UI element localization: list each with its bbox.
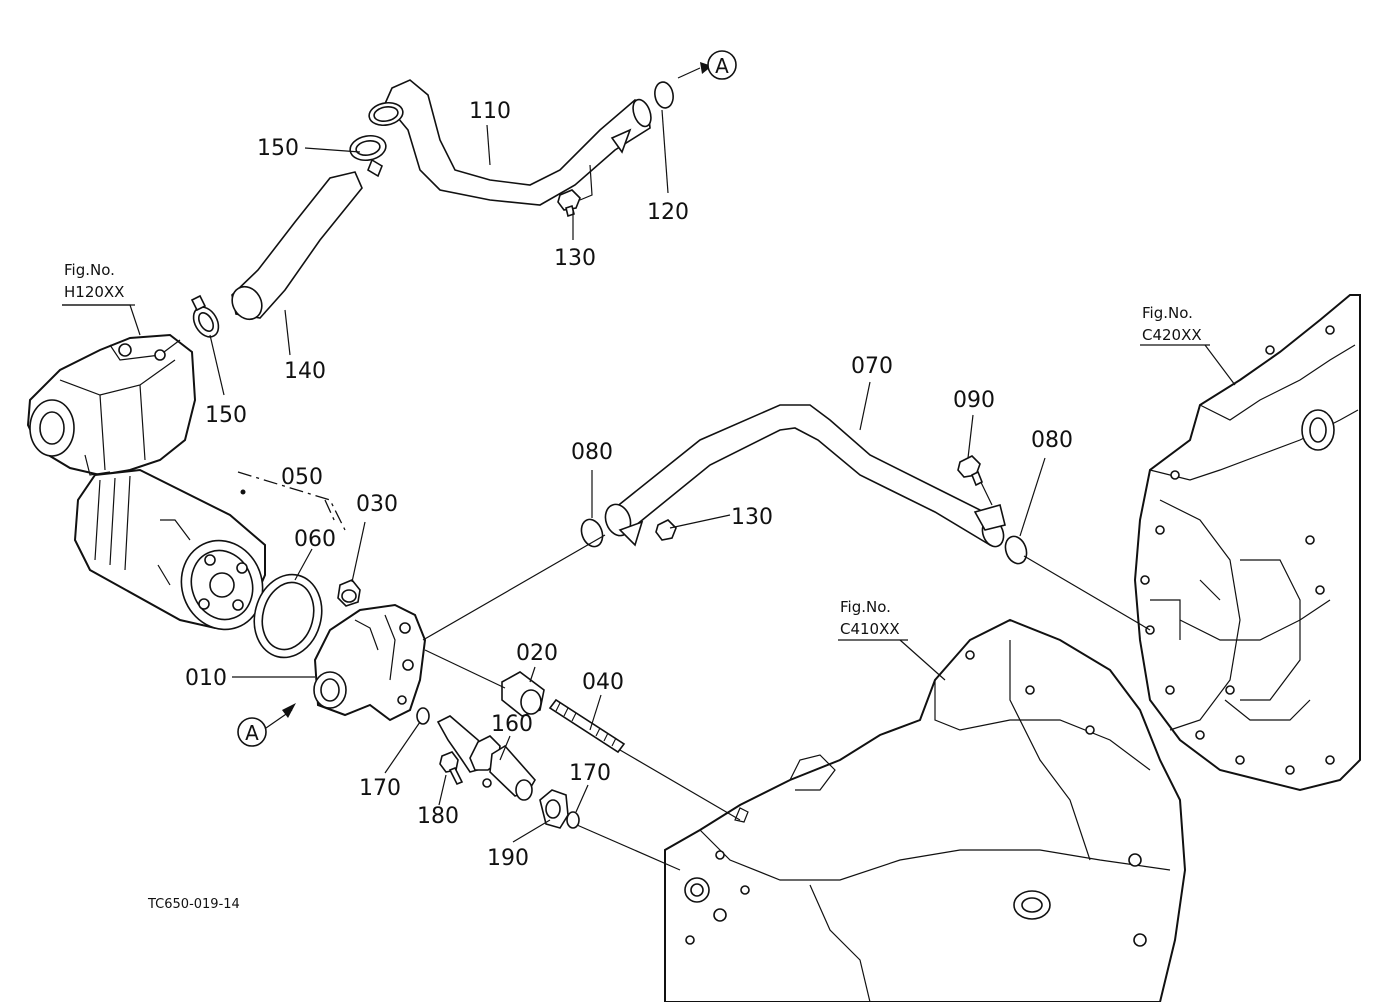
connector-a-bottom	[237, 717, 267, 747]
connector-a-bottom-label: A	[245, 721, 259, 745]
label-080-right: 080	[1031, 428, 1073, 453]
plug-030	[337, 579, 361, 607]
bolt-130-lower	[655, 519, 677, 541]
label-190: 190	[487, 846, 529, 871]
o-ring-080-right	[1004, 535, 1028, 565]
label-110: 110	[469, 99, 511, 124]
figref-c420-line1: Fig.No.	[1142, 304, 1193, 322]
collar-020	[501, 671, 545, 717]
label-050: 050	[281, 465, 323, 490]
drawing-code: TC650-019-14	[147, 897, 240, 912]
label-040: 040	[582, 670, 624, 695]
label-180: 180	[417, 804, 459, 829]
stud-040	[548, 698, 626, 754]
pipe-070	[604, 404, 1006, 548]
figref-c410-line2: C410XX	[840, 620, 900, 638]
label-030: 030	[356, 492, 398, 517]
label-150-upper: 150	[257, 136, 299, 161]
o-ring-080-left	[580, 518, 604, 548]
hose-clamp-150-upper	[349, 134, 387, 178]
label-170-right: 170	[569, 761, 611, 786]
label-130-upper: 130	[554, 246, 596, 271]
label-170-left: 170	[359, 776, 401, 801]
label-020: 020	[516, 641, 558, 666]
label-060: 060	[294, 527, 336, 552]
hose-140	[231, 171, 363, 321]
hydraulic-pump-h120	[26, 333, 197, 477]
connector-a-top-label: A	[715, 54, 729, 78]
transmission-housing-c420	[1133, 294, 1361, 792]
label-130-lower: 130	[731, 505, 773, 530]
label-070: 070	[851, 354, 893, 379]
oil-filter	[73, 468, 346, 631]
label-090: 090	[953, 388, 995, 413]
gasket-060	[253, 573, 323, 659]
o-ring-120	[654, 81, 674, 109]
figref-h120-line1: Fig.No.	[64, 261, 115, 279]
label-120: 120	[647, 200, 689, 225]
label-150-lower: 150	[205, 403, 247, 428]
bolt-130-upper	[557, 189, 581, 218]
leader-lines	[62, 62, 1236, 871]
label-140: 140	[284, 359, 326, 384]
hose-clamp-150-lower	[190, 294, 220, 338]
bolt-090	[957, 455, 984, 487]
figref-h120-line2: H120XX	[64, 283, 124, 301]
label-010: 010	[185, 666, 227, 691]
figref-c410-line1: Fig.No.	[840, 598, 891, 616]
connector-a-top	[707, 50, 737, 80]
o-ring-170-upper	[416, 707, 430, 725]
label-080-left: 080	[571, 440, 613, 465]
gasket-190	[539, 789, 569, 829]
o-ring-170-lower	[566, 811, 580, 829]
bolt-180	[439, 751, 464, 786]
pipe-110	[368, 79, 652, 206]
label-160: 160	[491, 712, 533, 737]
filter-head-010	[313, 603, 427, 722]
figref-c420-line2: C420XX	[1142, 326, 1202, 344]
transmission-housing-c410	[664, 618, 1187, 1002]
